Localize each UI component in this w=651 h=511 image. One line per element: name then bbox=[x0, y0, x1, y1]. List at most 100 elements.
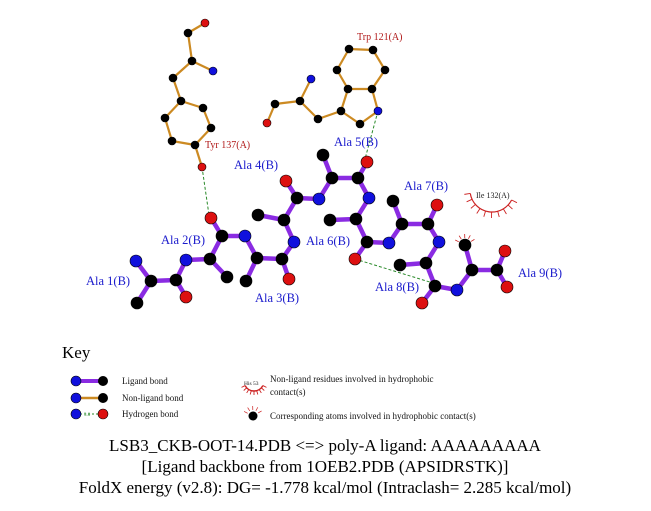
carbon-atom bbox=[215, 229, 229, 243]
nitrogen-atom bbox=[238, 229, 252, 243]
carbon-atom bbox=[393, 258, 407, 272]
carbon-atom bbox=[176, 96, 186, 106]
nitrogen-atom bbox=[179, 253, 193, 267]
oxygen-atom bbox=[498, 244, 512, 258]
key-arc-spike bbox=[262, 385, 267, 388]
ile132-hydrophobic-arc-spike bbox=[466, 198, 473, 203]
carbon-atom bbox=[360, 235, 374, 249]
nitrogen-atom bbox=[312, 192, 326, 206]
ile132-hydrophobic-arc-spike bbox=[464, 192, 471, 195]
carbon-atom bbox=[270, 99, 280, 109]
key-hydrophobic-atom-icon bbox=[248, 411, 258, 421]
key-arc-spike bbox=[258, 389, 262, 394]
carbon-atom bbox=[380, 65, 390, 75]
title-line-3: FoldX energy (v2.8): DG= -1.778 kcal/mol… bbox=[79, 478, 571, 497]
oxygen-atom bbox=[430, 198, 444, 212]
carbon-atom bbox=[355, 119, 365, 129]
oxygen-atom bbox=[197, 162, 207, 172]
label-ala9: Ala 9(B) bbox=[518, 266, 562, 280]
label-ala1: Ala 1(B) bbox=[86, 274, 130, 288]
label-ala5: Ala 5(B) bbox=[334, 135, 378, 149]
key-arc-spike bbox=[246, 389, 250, 394]
hydrophobic-atom-spike bbox=[470, 239, 475, 242]
oxygen-atom bbox=[500, 280, 514, 294]
carbon-atom bbox=[144, 274, 158, 288]
carbon-atom bbox=[421, 217, 435, 231]
carbon-atom bbox=[198, 103, 208, 113]
carbon-atom bbox=[351, 171, 365, 185]
carbon-atom bbox=[251, 208, 265, 222]
nitrogen-atom bbox=[287, 235, 301, 249]
carbon-atom bbox=[250, 251, 264, 265]
key-legend: Key Ligand bond Non-ligand bond 3.0 Hydr… bbox=[62, 343, 476, 421]
hydrogen-bond-line bbox=[201, 166, 210, 216]
carbon-atom bbox=[344, 44, 354, 54]
carbon-atom bbox=[368, 45, 378, 55]
label-ala6: Ala 6(B) bbox=[306, 234, 350, 248]
oxygen-atom bbox=[262, 118, 272, 128]
carbon-atom bbox=[349, 212, 363, 226]
carbon-atom bbox=[395, 217, 409, 231]
carbon-atom bbox=[367, 84, 377, 94]
carbon-atom bbox=[316, 148, 330, 162]
nitrogen-atom bbox=[129, 254, 143, 268]
oxygen-atom bbox=[179, 290, 193, 304]
hydrophobic-atom-spike bbox=[468, 235, 471, 240]
hydrophobic-contacts bbox=[455, 192, 518, 243]
ile132-hydrophobic-arc-spike bbox=[511, 199, 518, 204]
hydrogen-bond-line bbox=[354, 258, 434, 284]
carbon-atom bbox=[220, 270, 234, 284]
key-carbon-atom bbox=[98, 393, 108, 403]
nitrogen-atom bbox=[208, 66, 218, 76]
oxygen-atom bbox=[282, 272, 296, 286]
title-line-1: LSB3_CKB-OOT-14.PDB <=> poly-A ligand: A… bbox=[109, 436, 542, 455]
ile132-hydrophobic-arc-spike bbox=[502, 208, 507, 215]
key-carbon-atom bbox=[98, 376, 108, 386]
key-spike bbox=[243, 411, 248, 414]
carbon-atom bbox=[168, 73, 178, 83]
oxygen-atom bbox=[415, 296, 429, 310]
label-ala2: Ala 2(B) bbox=[161, 233, 205, 247]
carbon-atom bbox=[386, 194, 400, 208]
key-nitrogen-atom bbox=[70, 375, 82, 387]
oxygen-atom bbox=[279, 174, 293, 188]
key-nitrogen-atom bbox=[70, 392, 82, 404]
carbon-atom bbox=[295, 96, 305, 106]
key-oxygen-atom bbox=[97, 408, 109, 420]
carbon-atom bbox=[187, 56, 197, 66]
key-arc-spike bbox=[241, 385, 246, 388]
key-arc-spike bbox=[243, 387, 247, 391]
nitrogen-atom bbox=[362, 191, 376, 205]
carbon-atom bbox=[325, 171, 339, 185]
atoms bbox=[129, 18, 514, 310]
carbon-atom bbox=[332, 65, 342, 75]
carbon-atom bbox=[275, 252, 289, 266]
hydrogen-bond-line bbox=[364, 110, 379, 160]
carbon-atom bbox=[183, 28, 193, 38]
label-ala8: Ala 8(B) bbox=[375, 280, 419, 294]
key-hydrophobic-spikes-icon bbox=[243, 405, 262, 414]
key-spike bbox=[257, 410, 262, 414]
key-arc-spike bbox=[261, 387, 265, 391]
title-line-2: [Ligand backbone from 1OEB2.PDB (APSIDRS… bbox=[142, 457, 509, 476]
carbon-atom bbox=[130, 296, 144, 310]
carbon-atom bbox=[419, 256, 433, 270]
oxygen-atom bbox=[200, 18, 210, 28]
key-arc-spike bbox=[256, 390, 259, 395]
ile132-hydrophobic-arc-spike bbox=[507, 204, 513, 210]
hydrophobic-atom-spike bbox=[458, 235, 462, 240]
carbon-atom bbox=[203, 252, 217, 266]
key-hydrophobic-atoms-label: Corresponding atoms involved in hydropho… bbox=[270, 411, 476, 421]
key-spike bbox=[255, 407, 259, 411]
key-example-residue: His 53 bbox=[244, 381, 259, 387]
ile132-hydrophobic-arc bbox=[469, 193, 513, 213]
label-ala4: Ala 4(B) bbox=[234, 158, 278, 172]
label-trp121: Trp 121(A) bbox=[357, 32, 402, 43]
oxygen-atom bbox=[204, 211, 218, 225]
carbon-atom bbox=[167, 136, 177, 146]
carbon-atom bbox=[277, 213, 291, 227]
oxygen-atom bbox=[348, 252, 362, 266]
carbon-atom bbox=[190, 140, 200, 150]
key-hydrophobic-residue-label-1: Non-ligand residues involved in hydropho… bbox=[270, 374, 433, 384]
key-hydrophobic-residue-label-2: contact(s) bbox=[270, 387, 305, 397]
